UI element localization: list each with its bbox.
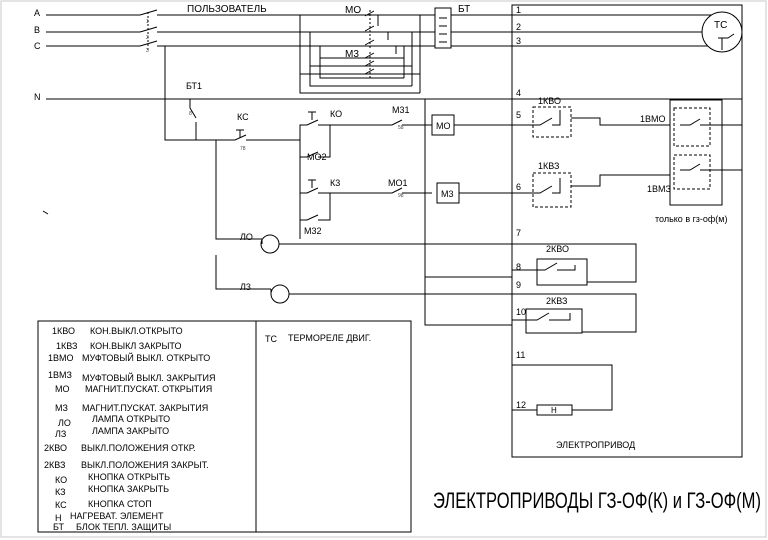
legend-code: 2КВО xyxy=(44,443,67,453)
legend-text: ЛАМПА ЗАКРЫТО xyxy=(92,426,169,436)
user-label: ПОЛЬЗОВАТЕЛЬ xyxy=(187,4,267,15)
m3-top-label: М3 xyxy=(345,49,359,60)
only-gz-note: только в гз-оф(м) xyxy=(655,214,728,224)
m3-coil-label: М3 xyxy=(441,189,454,199)
legend-code: Н xyxy=(55,513,62,523)
legend-text: КНОПКА ОТКРЫТЬ xyxy=(88,472,170,482)
terminal-12: 12 xyxy=(516,400,526,410)
terminal-5: 5 xyxy=(516,110,521,120)
terminal-3: 3 xyxy=(516,36,521,46)
legend-code: 2КВЗ xyxy=(44,460,65,470)
legend-text: НАГРЕВАТ. ЭЛЕМЕНТ xyxy=(70,511,164,521)
legend-text: КНОПКА ЗАКРЫТЬ xyxy=(88,484,169,494)
mo-coil-label: МО xyxy=(436,121,451,131)
terminal-6: 6 xyxy=(516,182,521,192)
stray-mark xyxy=(42,210,49,215)
kv31-label: 1КВЗ xyxy=(538,161,559,171)
ks-mark: 78 xyxy=(240,146,246,152)
terminal-10: 10 xyxy=(516,307,526,317)
legend-code: КО xyxy=(55,475,67,485)
legend-text: МАГНИТ.ПУСКАТ. ЗАКРЫТИЯ xyxy=(82,403,208,413)
k3-label: К3 xyxy=(330,178,340,188)
legend-text: КОН.ВЫКЛ.ОТКРЫТО xyxy=(90,326,183,336)
legend-code: МО xyxy=(55,384,70,394)
breaker-mark-2: 2 xyxy=(146,35,149,41)
legend-right-code: ТС xyxy=(265,334,277,344)
phase-n-label: N xyxy=(34,92,41,102)
phase-c-label: C xyxy=(34,41,41,51)
vmo1-label: 1ВМО xyxy=(640,114,666,124)
mo2-label: МО2 xyxy=(307,152,327,162)
drive-label: ЭЛЕКТРОПРИВОД xyxy=(556,440,635,450)
kv32-label: 2КВЗ xyxy=(546,296,567,306)
legend-text: МАГНИТ.ПУСКАТ. ОТКРЫТИЯ xyxy=(85,384,212,394)
legend-code: 1КВЗ xyxy=(56,341,77,351)
m31-mark: 58 xyxy=(398,125,404,131)
terminal-4: 4 xyxy=(516,88,521,98)
lo-label: ЛО xyxy=(240,232,253,242)
bt-thermal-block: БТ xyxy=(434,4,470,49)
control-circuit: БТ1 8 КС 78 КО МО2 М31 58 МО К3 М32 МО1 … xyxy=(160,46,512,326)
legend-code: КЗ xyxy=(55,487,66,497)
phase-lines: A B C N 1 2 3 xyxy=(34,8,742,102)
legend-code: ЛЗ xyxy=(55,429,66,439)
tc-label: ТС xyxy=(714,20,727,31)
terminal-9: 9 xyxy=(516,280,521,290)
legend-text: ВЫКЛ.ПОЛОЖЕНИЯ ЗАКРЫТ. xyxy=(81,460,209,470)
terminal-2: 2 xyxy=(516,22,521,32)
l3-label: Л3 xyxy=(240,282,251,292)
kvo2-label: 2КВО xyxy=(546,244,569,254)
terminal-11: 11 xyxy=(516,350,525,360)
terminal-7: 7 xyxy=(516,228,521,238)
legend-code: БТ xyxy=(53,522,65,532)
legend-right-text: ТЕРМОРЕЛЕ ДВИГ. xyxy=(288,333,371,343)
diagram-title: ЭЛЕКТРОПРИВОДЫ ГЗ-ОФ(К) и ГЗ-ОФ(М) xyxy=(433,488,761,513)
mo1-mark: 98 xyxy=(398,193,404,199)
m31-label: М31 xyxy=(392,105,410,115)
ks-label: КС xyxy=(237,112,249,122)
legend-code: МЗ xyxy=(55,403,68,413)
legend-code: 1ВМО xyxy=(48,353,74,363)
legend: ТС ТЕРМОРЕЛЕ ДВИГ. 1КВО КОН.ВЫКЛ.ОТКРЫТО… xyxy=(37,320,412,533)
legend-text: КОН.ВЫКЛ ЗАКРЫТО xyxy=(90,341,182,351)
breaker-mark-3: 3 xyxy=(146,48,149,54)
terminal-1: 1 xyxy=(516,5,521,15)
vm31-label: 1ВМЗ xyxy=(647,184,671,194)
legend-code: КС xyxy=(55,500,67,510)
legend-code: ЛО xyxy=(58,418,71,428)
legend-code: 1КВО xyxy=(52,326,75,336)
phase-a-label: A xyxy=(34,8,40,18)
legend-text: МУФТОВЫЙ ВЫКЛ. ОТКРЫТО xyxy=(82,352,210,363)
legend-text: БЛОК ТЕПЛ. ЗАЩИТЫ xyxy=(76,522,171,532)
bt1-mark: 8 xyxy=(189,111,192,117)
electric-drive-box: ЭЛЕКТРОПРИВОД 1 2 3 4 5 6 7 8 9 10 11 12… xyxy=(511,4,743,458)
mo1-label: МО1 xyxy=(388,178,408,188)
ko-label: КО xyxy=(330,109,342,119)
mo-top-label: МО xyxy=(345,5,361,16)
heater-label: Н xyxy=(551,406,557,415)
terminal-8: 8 xyxy=(516,262,521,272)
legend-text: ЛАМПА ОТКРЫТО xyxy=(92,414,170,424)
kvo1-label: 1КВО xyxy=(538,96,561,106)
breaker-mark-1: 1 xyxy=(146,19,149,25)
legend-code: 1ВМЗ xyxy=(48,370,72,380)
bt-top-label: БТ xyxy=(458,4,470,15)
phase-b-label: B xyxy=(34,25,40,35)
contactor-block: МО М3 xyxy=(299,5,421,94)
legend-text: МУФТОВЫЙ ВЫКЛ. ЗАКРЫТИЯ xyxy=(82,372,216,383)
legend-text: КНОПКА СТОП xyxy=(88,499,152,509)
bt1-label: БТ1 xyxy=(186,81,202,91)
m32-label: М32 xyxy=(304,226,322,236)
legend-text: ВЫКЛ.ПОЛОЖЕНИЯ ОТКР. xyxy=(81,443,196,453)
